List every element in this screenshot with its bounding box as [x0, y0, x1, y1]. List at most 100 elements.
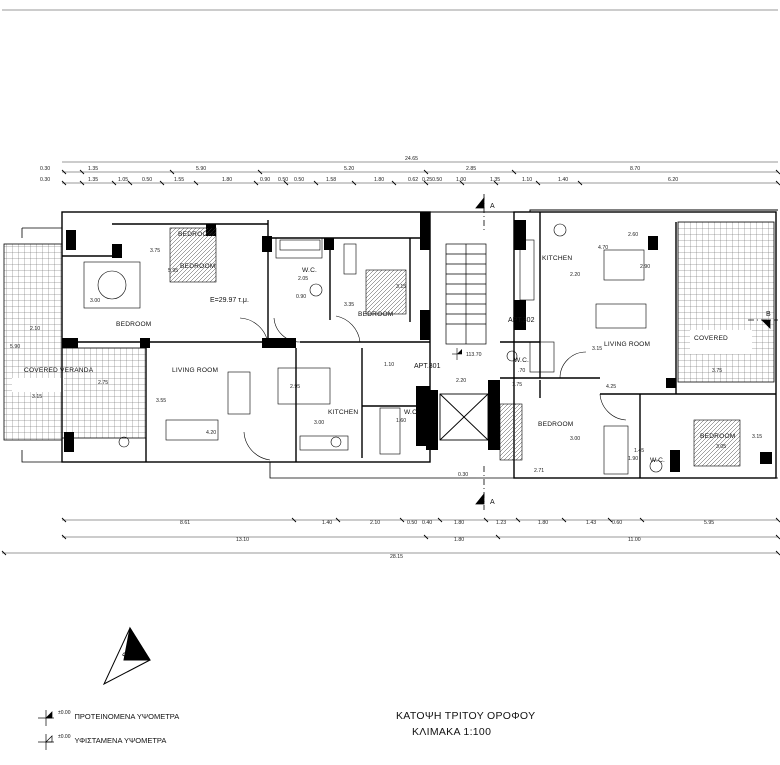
drawing-title: ΚΑΤΟΨΗ ΤΡΙΤΟΥ ΟΡΟΦΟΥ — [396, 710, 536, 722]
label-bedroom-master: BEDROOM — [178, 231, 213, 238]
stair-level: 113.70 — [466, 352, 482, 358]
dim-top-r2-3: 0.50 — [142, 177, 152, 183]
bottom-dimension-texts: 8.61 1.40 2.10 0.50 0.40 1.80 1.23 1.80 … — [180, 520, 714, 560]
section-mark-a-bottom: A — [490, 499, 495, 506]
label-bedroom-2: BEDROOM — [116, 321, 151, 328]
dim-bot-r1-7: 1.80 — [538, 520, 548, 526]
rdim-26: 3.00 — [570, 436, 580, 442]
legend-existing: ±0.00 ΥΦΙΣΤΑΜΕΝΑ ΥΨΟΜΕΤΡΑ — [58, 733, 167, 746]
rdim-28: 1.45 — [634, 448, 644, 454]
rdim-13: 1.10 — [384, 362, 394, 368]
label-living-room-left: LIVING ROOM — [172, 367, 218, 374]
dim-bot-r1-6: 1.23 — [496, 520, 506, 526]
legend-proposed-label: ΠΡΟΤΕΙΝΟΜΕΝΑ ΥΨΟΜΕΤΡΑ — [74, 712, 180, 721]
rdim-10: 4.20 — [206, 430, 216, 436]
legend-existing-marker — [38, 734, 54, 750]
rdim-21: 2.90 — [640, 264, 650, 270]
legend-proposed: ±0.00 ΠΡΟΤΕΙΝΟΜΕΝΑ ΥΨΟΜΕΤΡΑ — [58, 709, 180, 722]
rdim-14: 1.60 — [396, 418, 406, 424]
label-kitchen-left: KITCHEN — [328, 409, 358, 416]
apt302-label: APT.302 — [508, 317, 535, 324]
right-veranda — [677, 221, 775, 383]
rdim-19: 2.20 — [570, 272, 580, 278]
rdim-29: 1.90 — [628, 456, 638, 462]
legend-existing-level: ±0.00 — [58, 733, 71, 740]
dim-bot-r1-2: 2.10 — [370, 520, 380, 526]
dim-top-r2-16: 1.40 — [558, 177, 568, 183]
dim-top-r2-0: 0.30 — [40, 177, 50, 183]
dim-bot-r1-5: 1.80 — [454, 520, 464, 526]
dim-bot-r1-9: 0.60 — [612, 520, 622, 526]
rdim-6: 0.90 — [296, 294, 306, 300]
section-mark-a-top: A — [490, 203, 495, 210]
dim-top-r2-13: 1.00 — [456, 177, 466, 183]
dim-top-r1-2: 5.90 — [196, 166, 206, 172]
north-arrow-icon: B — [102, 626, 151, 686]
label-wc-3: W.C. — [514, 357, 529, 364]
rdim-22: 3.15 — [592, 346, 602, 352]
label-bedroom-right-2: BEDROOM — [700, 433, 735, 440]
rdim-1: 3.75 — [150, 248, 160, 254]
dim-bot-r2-2: 11.00 — [628, 537, 641, 543]
drawing-scale: ΚΛΙΜΑΚΑ 1:100 — [412, 726, 492, 738]
dim-top-r2-5: 1.80 — [222, 177, 232, 183]
rdim-23: 4.25 — [606, 384, 616, 390]
level-marker — [452, 348, 462, 360]
dim-top-r2-1: 1.35 — [88, 177, 98, 183]
left-veranda — [3, 243, 147, 441]
dim-top-r2-17: 6.20 — [668, 177, 678, 183]
dim-bot-r1-1: 1.40 — [322, 520, 332, 526]
label-living-room-right: LIVING ROOM — [604, 341, 650, 348]
rdim-16: 3.15 — [32, 394, 42, 400]
apt301-label: APT.301 — [414, 363, 441, 370]
dim-top-r1-1: 1.35 — [88, 166, 98, 172]
rdim-11: 2.95 — [290, 384, 300, 390]
rdim-3: 3.00 — [90, 298, 100, 304]
dim-top-r2-9: 1.58 — [326, 177, 336, 183]
rdim-32: 3.75 — [712, 368, 722, 374]
dim-top-total: 24.65 — [405, 156, 418, 162]
room-labels: BEDROOM BEDROOM BEDROOM BEDROOM LIVING R… — [24, 231, 735, 464]
rdim-17: 2.75 — [98, 380, 108, 386]
rdim-31: 3.15 — [752, 434, 762, 440]
rdim-27: 2.71 — [534, 468, 544, 474]
rdim-20: 2.60 — [628, 232, 638, 238]
dim-top-r2-8: 0.50 — [294, 177, 304, 183]
label-wc-1: W.C. — [302, 267, 317, 274]
top-dimension-texts: 24.65 0.30 1.35 5.90 5.20 2.85 8.70 0.30… — [40, 156, 678, 183]
label-wc-2: W.C. — [404, 409, 419, 416]
staircase — [445, 243, 487, 345]
label-bedroom-1: BEDROOM — [180, 263, 215, 270]
legend-proposed-marker — [38, 710, 54, 726]
label-kitchen-right: KITCHEN — [542, 255, 572, 262]
dim-bot-r2-1: 1.80 — [454, 537, 464, 543]
legend-existing-label: ΥΦΙΣΤΑΜΕΝΑ ΥΨΟΜΕΤΡΑ — [74, 736, 167, 745]
rdim-4: 2.10 — [30, 326, 40, 332]
rdim-30: 3.05 — [716, 444, 726, 450]
rdim-24: .70 — [518, 368, 525, 374]
rdim-5: 2.05 — [298, 276, 308, 282]
label-bedroom-3: BEDROOM — [358, 311, 393, 318]
dim-top-r1-4: 2.85 — [466, 166, 476, 172]
dim-bot-r1-8: 1.43 — [586, 520, 596, 526]
rdim-15: 5.90 — [10, 344, 20, 350]
section-lines — [475, 194, 778, 510]
dim-top-r2-10: 1.80 — [374, 177, 384, 183]
rdim-7: 3.35 — [344, 302, 354, 308]
dim-top-r2-14: 1.35 — [490, 177, 500, 183]
rdim-12: 3.00 — [314, 420, 324, 426]
dim-top-r2-12: 0.250.50 — [422, 177, 442, 183]
dim-bot-r1-4: 0.40 — [422, 520, 432, 526]
dim-bot-r1-0: 8.61 — [180, 520, 190, 526]
label-wc-4: W.C. — [650, 457, 665, 464]
legend-proposed-level: ±0.00 — [58, 709, 71, 716]
rdim-33: 2.20 — [456, 378, 466, 384]
room-dimensions: 3.75 5.95 3.00 2.10 2.05 0.90 3.35 3.15 … — [10, 232, 762, 478]
dim-bot-r1-3: 0.50 — [407, 520, 417, 526]
dim-top-r1-3: 5.20 — [344, 166, 354, 172]
dim-bot-r1-10: 5.95 — [704, 520, 714, 526]
dim-bot-total: 28.15 — [390, 554, 403, 560]
dim-bot-r2-0: 13.10 — [236, 537, 249, 543]
structural-columns — [62, 212, 772, 472]
rdim-9: 3.55 — [156, 398, 166, 404]
